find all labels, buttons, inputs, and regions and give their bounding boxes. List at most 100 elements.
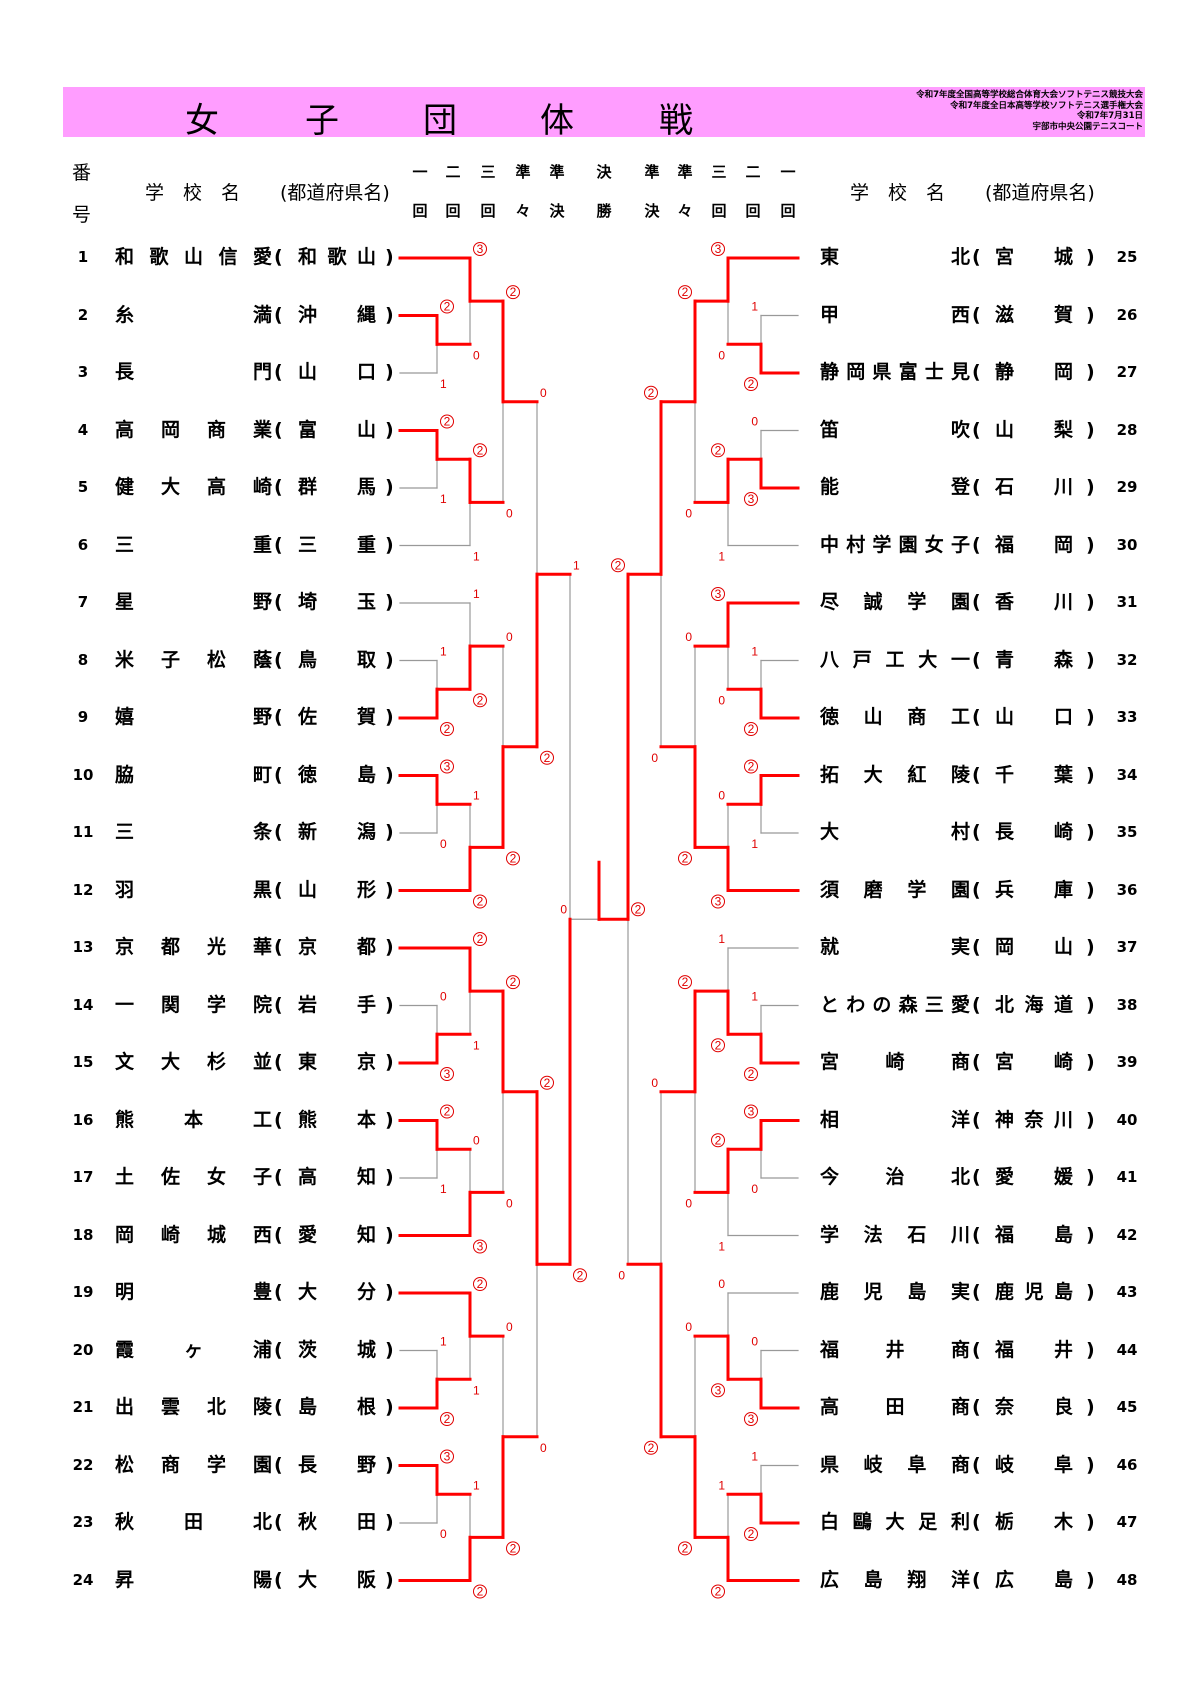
- match-score: 2: [506, 851, 520, 866]
- school-name: 文大杉並: [115, 1051, 272, 1073]
- paren-open: (: [274, 1108, 283, 1131]
- event-info: 令和7年度全国高等学校総合体育大会ソフトテニス競技大会 令和7年度全日本高等学校…: [916, 90, 1143, 132]
- match-score: 0: [718, 348, 725, 362]
- prefecture: 長野: [298, 1453, 376, 1476]
- team-number: 10: [72, 765, 94, 784]
- paren-close: ): [385, 1223, 394, 1246]
- paren-close: ): [385, 878, 394, 901]
- paren-close: ): [1086, 648, 1095, 671]
- prefecture: 東京: [298, 1051, 376, 1073]
- team-row: 高田商(奈良)45: [0, 1395, 1200, 1419]
- win-circle-icon: [440, 1412, 454, 1426]
- match-score: 2: [540, 750, 554, 765]
- match-score: 0: [540, 1441, 547, 1455]
- title-char: 女: [185, 101, 219, 141]
- winning-score: 2: [477, 895, 484, 909]
- match-score: 2: [744, 759, 758, 774]
- school-name: 嬉野: [115, 706, 272, 728]
- team-number: 35: [1116, 823, 1138, 841]
- match-score: 1: [473, 587, 480, 601]
- prefecture: 福岡: [995, 533, 1073, 556]
- title-char: 戦: [659, 101, 693, 141]
- prefecture: 神奈川: [995, 1108, 1073, 1131]
- match-score: 0: [506, 630, 513, 644]
- winning-score: 2: [635, 902, 642, 916]
- losing-score: 1: [440, 1182, 447, 1196]
- match-score: 1: [473, 788, 480, 802]
- team-number: 22: [72, 1455, 94, 1474]
- round-header: 回: [480, 202, 496, 220]
- match-score: 2: [711, 443, 725, 458]
- winning-score: 3: [715, 895, 722, 909]
- paren-open: (: [274, 936, 283, 958]
- win-circle-icon: [744, 1527, 758, 1541]
- win-circle-icon: [440, 759, 454, 774]
- winning-score: 2: [444, 722, 451, 736]
- match-score: 0: [685, 506, 692, 520]
- round-header: 回: [745, 202, 761, 220]
- team-number: 47: [1116, 1513, 1138, 1531]
- paren-close: ): [1086, 706, 1095, 728]
- prefecture: 長崎: [995, 821, 1073, 843]
- paren-close: ): [385, 1108, 394, 1131]
- winning-score: 2: [510, 285, 517, 299]
- team-number: 19: [72, 1283, 94, 1301]
- team-number: 32: [1116, 650, 1138, 669]
- paren-open: (: [274, 706, 283, 728]
- school-name: 京都光華: [115, 936, 272, 958]
- match-score: 2: [711, 1584, 725, 1599]
- winning-score: 2: [648, 1441, 655, 1455]
- team-number: 37: [1116, 938, 1138, 956]
- winning-score: 2: [682, 1541, 689, 1555]
- school-name: 鹿児島実: [820, 1281, 970, 1303]
- school-name: 和歌山信愛: [115, 246, 272, 268]
- losing-score: 0: [685, 1196, 692, 1210]
- match-score: 0: [685, 1196, 692, 1210]
- school-name: 須磨学園: [820, 878, 970, 901]
- paren-open: (: [972, 993, 981, 1016]
- paren-close: ): [385, 303, 394, 326]
- losing-score: 1: [473, 1383, 480, 1397]
- team-number: 15: [72, 1053, 94, 1071]
- team-row: 今治北(愛媛)41: [0, 1165, 1200, 1189]
- team-row: 能登(石川)29: [0, 475, 1200, 499]
- match-score: 2: [440, 1412, 454, 1426]
- losing-score: 1: [440, 645, 447, 659]
- win-circle-icon: [711, 242, 725, 256]
- school-name: 三重: [115, 533, 272, 556]
- team-row: 甲西(滋賀)26: [0, 303, 1200, 327]
- match-score: 1: [751, 1450, 758, 1464]
- prefecture: 宮城: [995, 246, 1073, 268]
- team-row: 八戸工大一(青森)32: [0, 648, 1200, 672]
- event-name-1: 令和7年度全国高等学校総合体育大会ソフトテニス競技大会: [916, 90, 1143, 100]
- win-circle-icon: [644, 385, 658, 400]
- paren-close: ): [1086, 1396, 1095, 1418]
- paren-open: (: [274, 476, 283, 498]
- win-circle-icon: [711, 1038, 725, 1053]
- match-score: 0: [540, 386, 547, 400]
- winning-score: 2: [648, 386, 655, 400]
- round-header: 準: [644, 163, 660, 181]
- title-char: 子: [305, 101, 339, 141]
- team-number: 2: [77, 305, 89, 324]
- paren-close: ): [1086, 533, 1095, 556]
- win-circle-icon: [506, 975, 520, 990]
- paren-open: (: [972, 936, 981, 958]
- title-char: 体: [540, 101, 574, 141]
- team-row: 静岡県富士見(静岡)27: [0, 360, 1200, 384]
- prefecture: 福井: [995, 1338, 1073, 1361]
- paren-close: ): [1086, 1338, 1095, 1361]
- team-row: 笛吹(山梨)28: [0, 418, 1200, 442]
- prefecture: 佐賀: [298, 706, 376, 728]
- prefecture: 北海道: [995, 993, 1073, 1016]
- team-number: 24: [72, 1570, 94, 1589]
- winning-score: 2: [510, 1541, 517, 1555]
- losing-score: 0: [718, 788, 725, 802]
- losing-score: 1: [751, 645, 758, 659]
- win-circle-icon: [744, 377, 758, 391]
